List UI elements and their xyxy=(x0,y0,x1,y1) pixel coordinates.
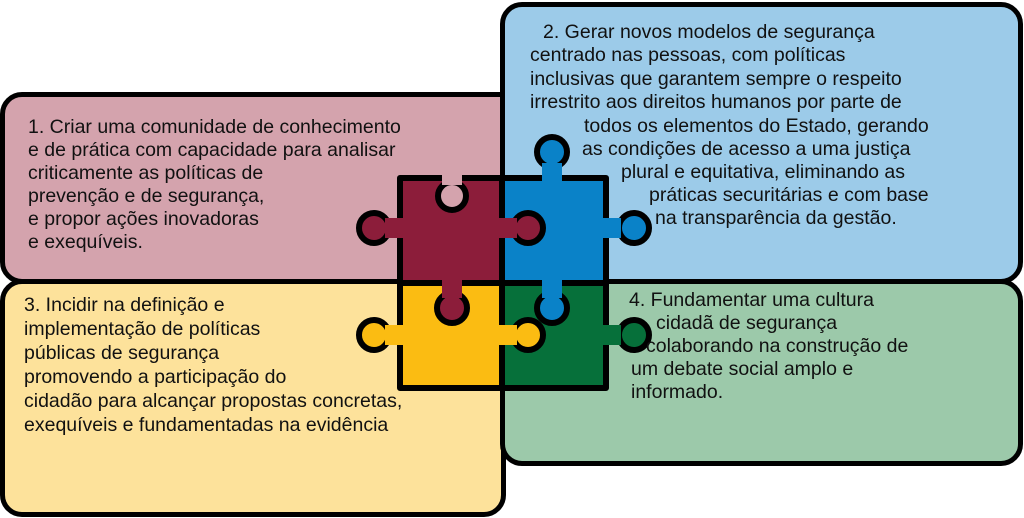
text-line: prevenção e de segurança, xyxy=(28,185,265,207)
text-line: cidadã de segurança xyxy=(656,312,838,334)
text-line: colaborando na construção de xyxy=(646,335,909,357)
text-line: todos os elementos do Estado, gerando xyxy=(584,115,929,137)
text-line: cidadão para alcançar propostas concreta… xyxy=(24,390,403,412)
text-line: públicas de segurança xyxy=(24,342,220,364)
text-line: implementação de políticas xyxy=(24,318,261,340)
text-line: práticas securitárias e com base xyxy=(649,184,929,206)
text-line: exequíveis e fundamentadas na evidência xyxy=(24,414,389,436)
text-line: e exequíveis. xyxy=(28,231,143,253)
text-line: 3. Incidir na definição e xyxy=(24,294,225,316)
text-line: irrestrito aos direitos humanos por part… xyxy=(530,91,902,113)
text-line: 2. Gerar novos modelos de segurança xyxy=(543,21,875,43)
text-line: e propor ações inovadoras xyxy=(28,208,259,230)
text-line: na transparência da gestão. xyxy=(655,207,897,229)
text-line: plural e equitativa, eliminando as xyxy=(621,161,906,183)
text-line: promovendo a participação do xyxy=(24,366,287,388)
text-line: inclusivas que garantem sempre o respeit… xyxy=(530,68,902,90)
text-line: as condições de acesso a uma justiça xyxy=(582,138,911,160)
text-line: e de prática com capacidade para analisa… xyxy=(28,139,396,161)
text-line: centrado nas pessoas, com políticas xyxy=(530,44,846,66)
text-line: informado. xyxy=(631,381,724,403)
text-line: um debate social amplo e xyxy=(631,358,854,380)
text-line: 1. Criar uma comunidade de conhecimento xyxy=(28,116,401,138)
text-line: 4. Fundamentar uma cultura xyxy=(629,289,874,311)
text-line: criticamente as políticas de xyxy=(28,162,264,184)
